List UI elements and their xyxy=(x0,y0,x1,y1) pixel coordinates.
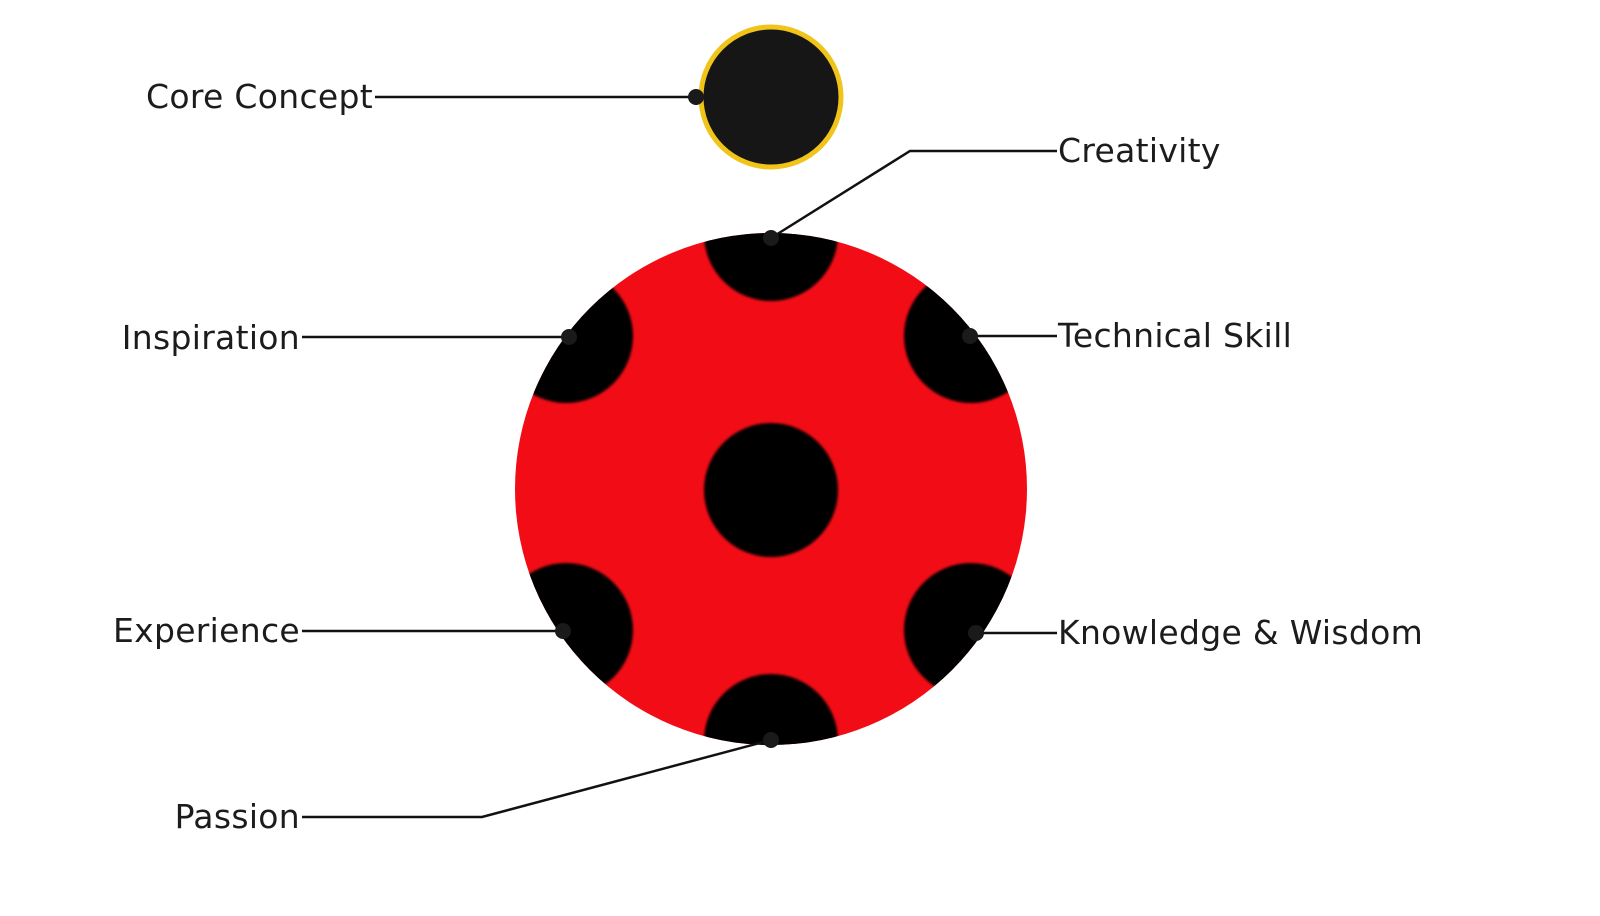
ladybug-body xyxy=(515,233,1027,745)
anchor-core-concept xyxy=(688,89,704,105)
anchor-creativity xyxy=(763,230,779,246)
label-creativity: Creativity xyxy=(1058,131,1221,170)
label-passion: Passion xyxy=(175,797,300,836)
label-core-concept: Core Concept xyxy=(146,77,373,116)
leader-passion xyxy=(302,738,772,819)
label-technical-skill: Technical Skill xyxy=(1057,316,1292,355)
ladybug-head xyxy=(698,24,844,170)
anchor-inspiration xyxy=(561,329,577,345)
anchor-passion xyxy=(763,732,779,748)
label-knowledge-wisdom: Knowledge & Wisdom xyxy=(1058,613,1423,652)
label-experience: Experience xyxy=(113,611,300,650)
anchor-technical-skill xyxy=(962,328,978,344)
leader-creativity xyxy=(770,149,1057,240)
anchor-knowledge-wisdom xyxy=(968,625,984,641)
label-inspiration: Inspiration xyxy=(122,318,300,357)
anchor-experience xyxy=(555,623,571,639)
spot-center xyxy=(704,423,838,557)
